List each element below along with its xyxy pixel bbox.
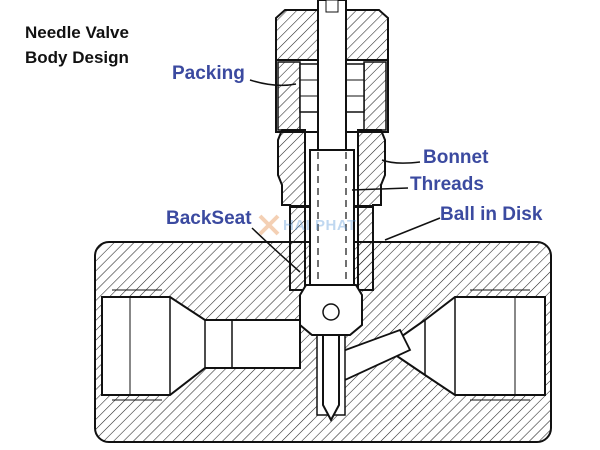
label-packing: Packing: [172, 63, 245, 84]
diagram-title: Needle Valve Body Design: [25, 20, 129, 70]
label-ball-in-disk: Ball in Disk: [440, 204, 543, 225]
label-bonnet: Bonnet: [423, 147, 489, 168]
disk: [299, 284, 363, 423]
label-threads: Threads: [410, 174, 484, 195]
title-line-1: Needle Valve: [25, 23, 129, 42]
stem: [309, 0, 355, 286]
watermark-logo-icon: [258, 214, 280, 236]
title-line-2: Body Design: [25, 48, 129, 67]
label-backseat: BackSeat: [166, 208, 252, 229]
bonnet: [277, 129, 386, 291]
watermark: HAI PHAT: [258, 214, 357, 236]
leader-lines: [249, 79, 441, 273]
watermark-text: HAI PHAT: [283, 216, 357, 234]
